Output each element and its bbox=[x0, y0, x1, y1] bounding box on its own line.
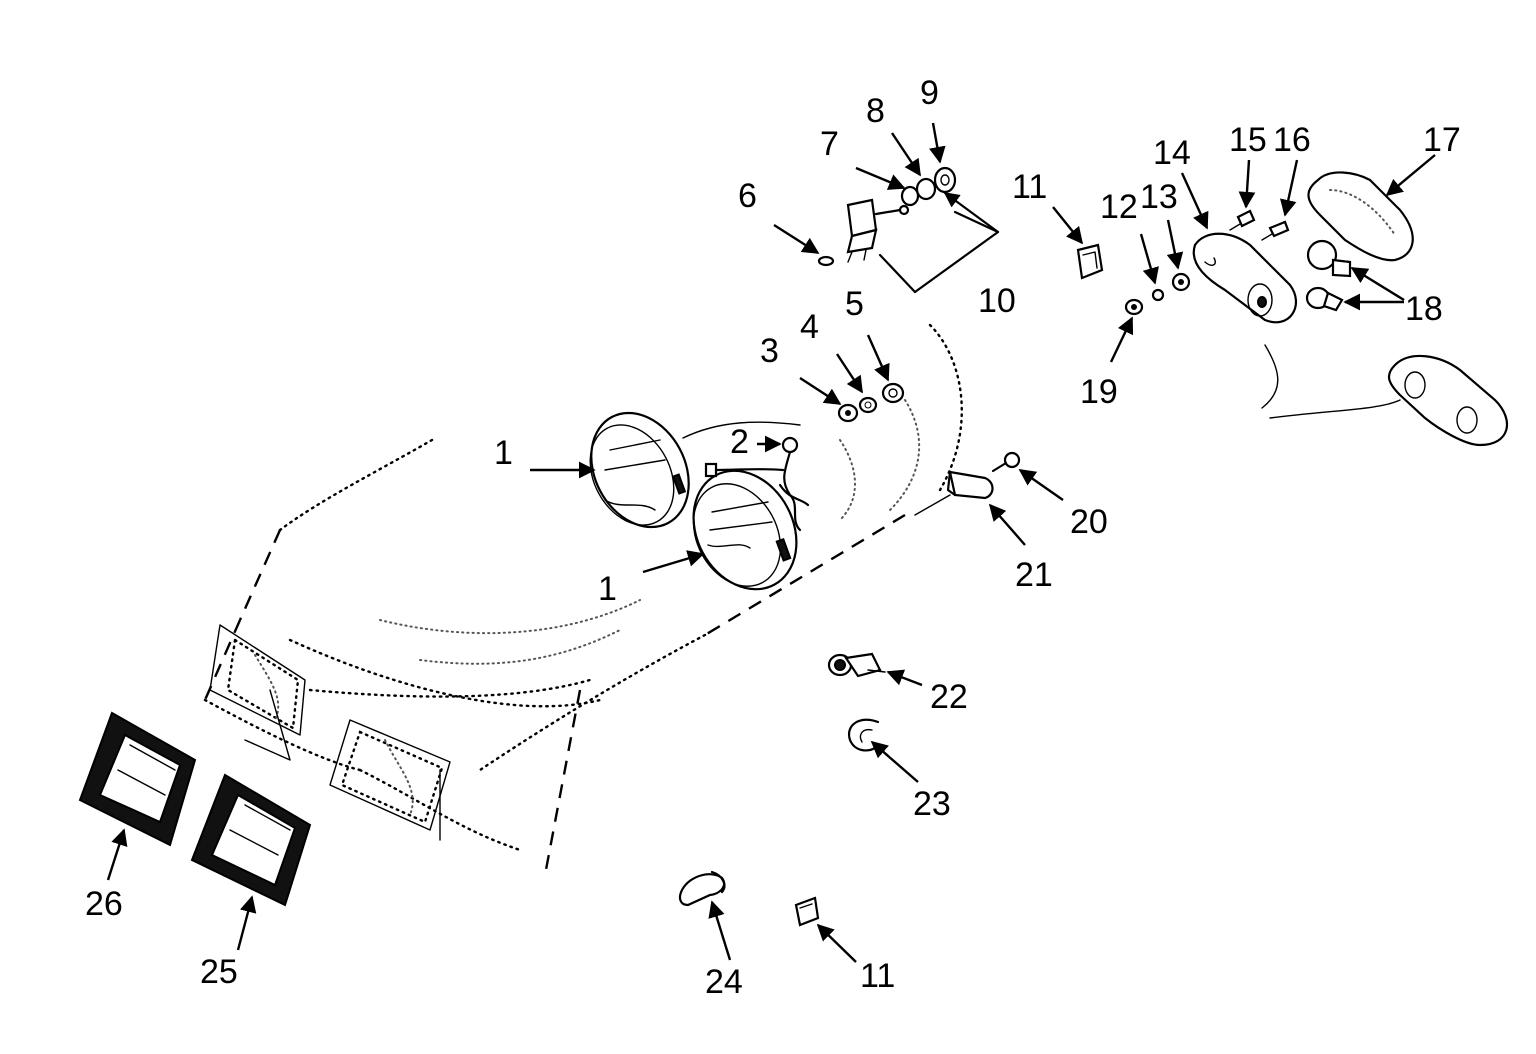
callout-6: 6 bbox=[738, 177, 757, 215]
callout-15: 15 bbox=[1229, 121, 1267, 159]
callout-12: 12 bbox=[1100, 188, 1138, 226]
callout-14: 14 bbox=[1153, 134, 1191, 172]
callout-26: 26 bbox=[85, 885, 123, 923]
callout-21: 21 bbox=[1015, 556, 1053, 594]
clip-24 bbox=[678, 870, 726, 907]
screw-20 bbox=[991, 451, 1021, 473]
callout-9: 9 bbox=[920, 74, 939, 112]
callout-8: 8 bbox=[866, 92, 885, 130]
ring-23 bbox=[847, 718, 880, 752]
washer-3 bbox=[837, 403, 859, 423]
callout-1-lower: 1 bbox=[598, 570, 617, 608]
callout-labels: 1 1 2 3 4 5 6 7 8 9 10 11 11 12 13 14 15… bbox=[85, 74, 1461, 1001]
lockwasher-4 bbox=[858, 396, 878, 414]
headlight-opening-right bbox=[329, 719, 451, 841]
callout-11-lower: 11 bbox=[860, 957, 895, 995]
headlamp-upper bbox=[589, 411, 690, 529]
headlight-opening-left bbox=[209, 624, 306, 761]
callout-3: 3 bbox=[760, 332, 779, 370]
callout-7: 7 bbox=[820, 125, 839, 163]
hardware-12-13-19 bbox=[1124, 272, 1191, 316]
lamp-housing-14 bbox=[1192, 232, 1298, 324]
screw-15 bbox=[1229, 209, 1256, 231]
wiring-harness bbox=[682, 421, 810, 532]
bracket-21 bbox=[914, 470, 994, 516]
clip-11-upper bbox=[1076, 243, 1104, 280]
toggle-switch bbox=[846, 198, 910, 263]
headlamp-lower bbox=[692, 469, 798, 591]
callout-13: 13 bbox=[1140, 178, 1178, 216]
screw-16 bbox=[1261, 220, 1290, 241]
callout-22: 22 bbox=[930, 678, 968, 716]
callout-2: 2 bbox=[730, 423, 749, 461]
callout-24: 24 bbox=[705, 963, 743, 1001]
callout-11-upper: 11 bbox=[1012, 168, 1047, 206]
nut-5 bbox=[881, 382, 905, 404]
callout-5: 5 bbox=[845, 285, 864, 323]
leader-arrows bbox=[106, 122, 1436, 963]
callout-4: 4 bbox=[800, 308, 819, 346]
callout-19: 19 bbox=[1080, 373, 1118, 411]
bezel-26 bbox=[78, 711, 197, 847]
callout-1-upper: 1 bbox=[494, 434, 513, 472]
callout-23: 23 bbox=[913, 785, 951, 823]
callout-20: 20 bbox=[1070, 503, 1108, 541]
callout-18: 18 bbox=[1405, 290, 1443, 328]
callout-16: 16 bbox=[1273, 121, 1311, 159]
lens-17 bbox=[1307, 171, 1414, 262]
switch-bracket-lines bbox=[878, 191, 1000, 294]
callout-10: 10 bbox=[978, 282, 1016, 320]
switch-washers-7-8-9 bbox=[900, 166, 957, 207]
bezel-25 bbox=[190, 773, 312, 907]
callout-25: 25 bbox=[200, 953, 238, 991]
clip-6 bbox=[817, 255, 835, 267]
bulbs-18 bbox=[1305, 239, 1352, 312]
clip-11-lower bbox=[794, 896, 820, 927]
callout-17: 17 bbox=[1423, 121, 1461, 159]
clamp-22 bbox=[827, 652, 886, 678]
lamp-assembled bbox=[1261, 344, 1509, 447]
